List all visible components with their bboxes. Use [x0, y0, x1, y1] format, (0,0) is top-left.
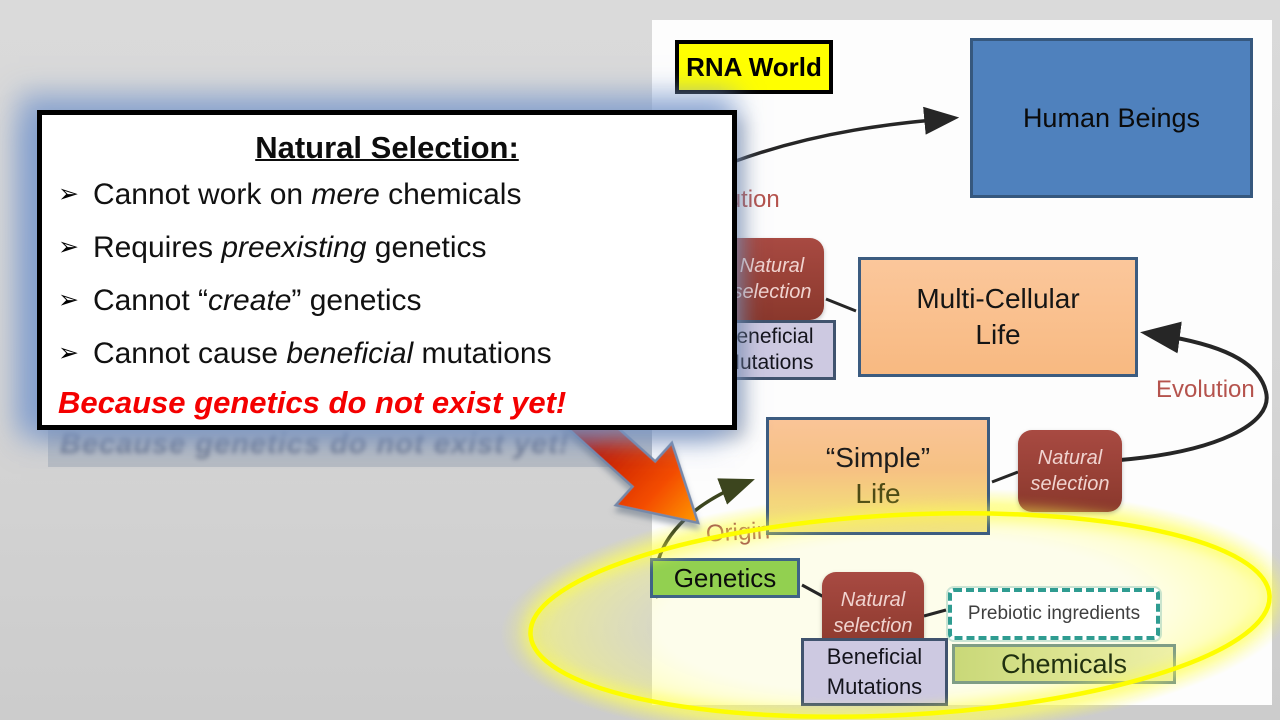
human-beings-text: Human Beings — [1022, 102, 1201, 133]
ghost-text: Because genetics do not exist yet! — [60, 428, 570, 460]
rna-world-label: RNA World — [675, 40, 833, 94]
prebiotic-text: Prebiotic ingredients — [967, 603, 1141, 624]
multi-cellular-life-box: Multi-Cellular Life — [858, 257, 1138, 377]
arrowhead-bullet-icon: ➢ — [58, 180, 79, 208]
conclusion-text: Because genetics do not exist yet! — [58, 385, 567, 420]
beneficial-mutations-box-bottom: Beneficial Mutations — [801, 638, 948, 706]
genetics-box: Genetics — [650, 558, 800, 598]
chemicals-box: Chemicals — [952, 644, 1176, 684]
ns-line1: Natural — [1037, 447, 1103, 469]
callout-box: Natural Selection: ➢ Cannot work on mere… — [37, 110, 737, 430]
beneficial-line1: Beneficial — [722, 325, 814, 348]
bullet-text: Cannot work on mere chemicals — [92, 178, 522, 211]
bullet-text: Requires preexisting genetics — [92, 231, 487, 264]
arrowhead-bullet-icon: ➢ — [58, 286, 79, 314]
simple-life-box: “Simple” Life — [766, 417, 990, 535]
natural-selection-badge-middle: Natural selection — [1018, 430, 1122, 512]
bullet-item: ➢ Cannot cause beneficial mutations — [42, 328, 732, 381]
bullet-item: ➢ Cannot “create” genetics — [42, 275, 732, 328]
rna-world-text: RNA World — [686, 51, 822, 82]
bullet-text: Cannot “create” genetics — [92, 284, 422, 317]
human-beings-box: Human Beings — [970, 38, 1253, 198]
genetics-text: Genetics — [673, 562, 777, 593]
origin-label: Origin — [705, 517, 771, 548]
bullet-text: Cannot cause beneficial mutations — [92, 337, 552, 370]
bullet-item: ➢ Cannot work on mere chemicals — [42, 169, 732, 222]
natural-selection-badge-top: Natural selection — [720, 238, 824, 320]
prebiotic-ingredients-box: Prebiotic ingredients — [948, 588, 1160, 640]
chemicals-text: Chemicals — [1000, 648, 1128, 679]
beneficial-line2: Mutations — [826, 674, 923, 699]
multi-cellular-line2: Life — [975, 319, 1021, 350]
arrowhead-bullet-icon: ➢ — [58, 339, 79, 367]
bullet-item: ➢ Requires preexisting genetics — [42, 222, 732, 275]
ns-line1: Natural — [840, 589, 906, 611]
arrowhead-bullet-icon: ➢ — [58, 233, 79, 261]
beneficial-line1: Beneficial — [826, 644, 923, 669]
evolution-label-right: Evolution — [1156, 376, 1255, 403]
simple-life-line2: Life — [855, 478, 901, 509]
multi-cellular-line1: Multi-Cellular — [916, 283, 1080, 314]
ns-line2: selection — [1030, 473, 1110, 495]
beneficial-line2: Mutations — [722, 351, 814, 374]
ns-line2: selection — [732, 281, 812, 303]
simple-life-line1: “Simple” — [825, 442, 931, 473]
ns-line1: Natural — [739, 255, 805, 277]
ns-line2: selection — [833, 615, 913, 637]
callout-title: Natural Selection: — [255, 130, 519, 165]
